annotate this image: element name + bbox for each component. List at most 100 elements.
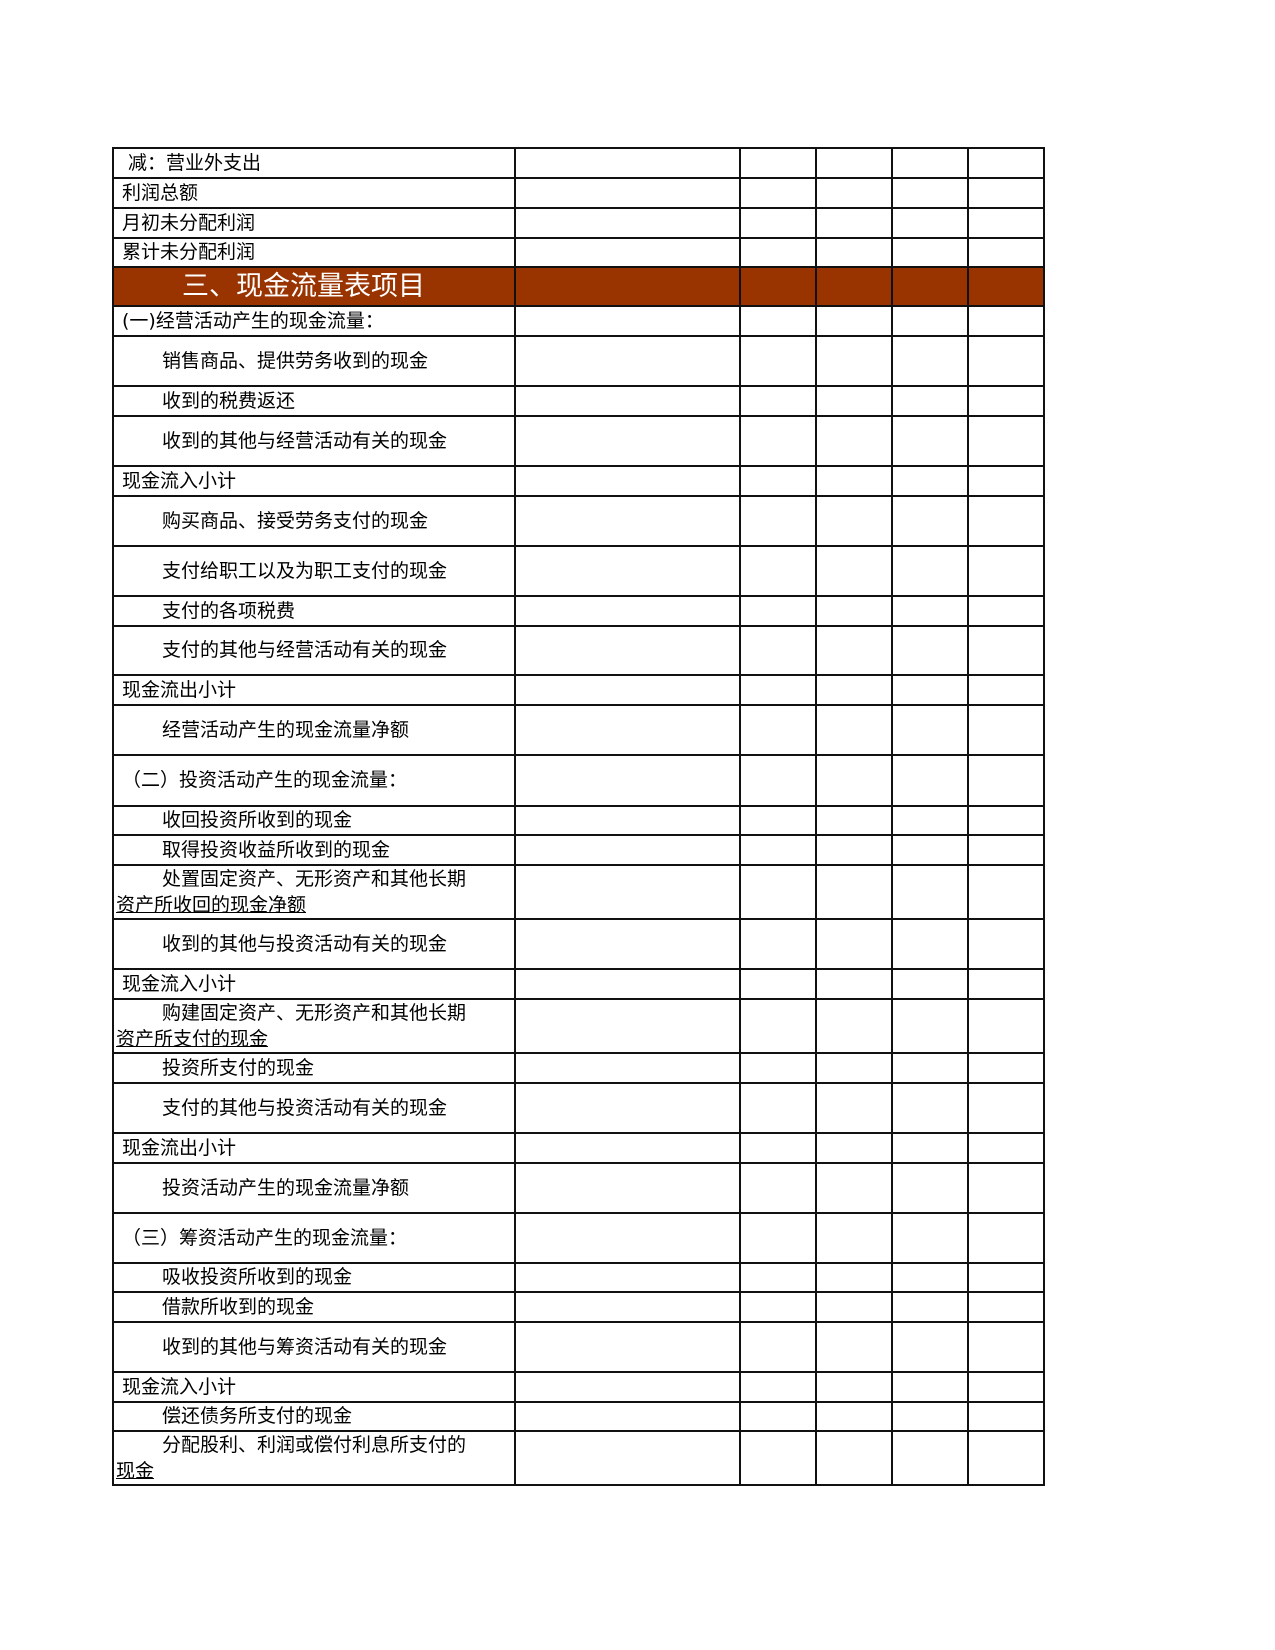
value-cell-col-3[interactable]	[815, 1082, 893, 1134]
value-cell-col-1[interactable]	[514, 1291, 741, 1323]
value-cell-col-5[interactable]	[967, 595, 1045, 627]
row-label-cell[interactable]: 投资所支付的现金	[112, 1052, 516, 1084]
value-cell-col-2[interactable]	[739, 335, 817, 387]
row-label-cell[interactable]: 分配股利、利润或偿付利息所支付的现金	[112, 1430, 516, 1486]
value-cell-col-5[interactable]	[967, 1132, 1045, 1164]
value-cell-col-4[interactable]	[891, 207, 969, 239]
row-label-cell[interactable]: 借款所收到的现金	[112, 1291, 516, 1323]
value-cell-col-5[interactable]	[967, 177, 1045, 209]
value-cell-col-2[interactable]	[739, 1132, 817, 1164]
value-cell-col-2[interactable]	[739, 385, 817, 417]
value-cell-col-1[interactable]	[514, 864, 741, 920]
row-label-cell[interactable]: 三、现金流量表项目	[112, 266, 516, 307]
value-cell-col-5[interactable]	[967, 864, 1045, 920]
value-cell-col-4[interactable]	[891, 754, 969, 807]
value-cell-col-5[interactable]	[967, 674, 1045, 706]
row-label-cell[interactable]: 吸收投资所收到的现金	[112, 1262, 516, 1293]
value-cell-col-2[interactable]	[739, 1212, 817, 1264]
row-label-cell[interactable]: 累计未分配利润	[112, 237, 516, 268]
value-cell-col-1[interactable]	[514, 545, 741, 597]
value-cell-col-5[interactable]	[967, 998, 1045, 1054]
value-cell-col-2[interactable]	[739, 237, 817, 268]
value-cell-col-3[interactable]	[815, 1212, 893, 1264]
value-cell-col-5[interactable]	[967, 207, 1045, 239]
value-cell-col-3[interactable]	[815, 1321, 893, 1373]
value-cell-col-4[interactable]	[891, 385, 969, 417]
value-cell-col-4[interactable]	[891, 1082, 969, 1134]
value-cell-col-5[interactable]	[967, 834, 1045, 866]
row-label-cell[interactable]: 减：营业外支出	[112, 147, 516, 179]
value-cell-col-2[interactable]	[739, 1401, 817, 1432]
value-cell-col-3[interactable]	[815, 305, 893, 337]
value-cell-col-1[interactable]	[514, 1082, 741, 1134]
row-label-cell[interactable]: (一)经营活动产生的现金流量：	[112, 305, 516, 337]
value-cell-col-4[interactable]	[891, 1401, 969, 1432]
value-cell-col-1[interactable]	[514, 495, 741, 547]
value-cell-col-1[interactable]	[514, 305, 741, 337]
value-cell-col-2[interactable]	[739, 305, 817, 337]
value-cell-col-2[interactable]	[739, 1371, 817, 1403]
value-cell-col-5[interactable]	[967, 305, 1045, 337]
value-cell-col-4[interactable]	[891, 495, 969, 547]
row-label-cell[interactable]: 经营活动产生的现金流量净额	[112, 704, 516, 756]
value-cell-col-1[interactable]	[514, 237, 741, 268]
value-cell-col-3[interactable]	[815, 595, 893, 627]
value-cell-col-1[interactable]	[514, 704, 741, 756]
value-cell-col-2[interactable]	[739, 754, 817, 807]
value-cell-col-3[interactable]	[815, 207, 893, 239]
value-cell-col-1[interactable]	[514, 335, 741, 387]
value-cell-col-3[interactable]	[815, 147, 893, 179]
value-cell-col-4[interactable]	[891, 968, 969, 1000]
value-cell-col-3[interactable]	[815, 465, 893, 497]
value-cell-col-1[interactable]	[514, 177, 741, 209]
value-cell-col-4[interactable]	[891, 1132, 969, 1164]
value-cell-col-5[interactable]	[967, 1162, 1045, 1214]
value-cell-col-4[interactable]	[891, 1321, 969, 1373]
value-cell-col-5[interactable]	[967, 415, 1045, 467]
value-cell-col-3[interactable]	[815, 1291, 893, 1323]
value-cell-col-1[interactable]	[514, 415, 741, 467]
value-cell-col-4[interactable]	[891, 595, 969, 627]
value-cell-col-1[interactable]	[514, 207, 741, 239]
value-cell-col-4[interactable]	[891, 147, 969, 179]
value-cell-col-4[interactable]	[891, 1212, 969, 1264]
value-cell-col-1[interactable]	[514, 998, 741, 1054]
value-cell-col-5[interactable]	[967, 805, 1045, 836]
value-cell-col-2[interactable]	[739, 1082, 817, 1134]
value-cell-col-2[interactable]	[739, 805, 817, 836]
value-cell-col-2[interactable]	[739, 465, 817, 497]
value-cell-col-4[interactable]	[891, 1291, 969, 1323]
value-cell-col-2[interactable]	[739, 1321, 817, 1373]
value-cell-col-3[interactable]	[815, 1132, 893, 1164]
value-cell-col-5[interactable]	[967, 968, 1045, 1000]
value-cell-col-1[interactable]	[514, 147, 741, 179]
value-cell-col-4[interactable]	[891, 625, 969, 676]
value-cell-col-3[interactable]	[815, 674, 893, 706]
value-cell-col-4[interactable]	[891, 1371, 969, 1403]
value-cell-col-2[interactable]	[739, 595, 817, 627]
value-cell-col-5[interactable]	[967, 918, 1045, 970]
value-cell-col-1[interactable]	[514, 754, 741, 807]
value-cell-col-3[interactable]	[815, 266, 893, 307]
value-cell-col-1[interactable]	[514, 595, 741, 627]
value-cell-col-2[interactable]	[739, 1291, 817, 1323]
value-cell-col-3[interactable]	[815, 998, 893, 1054]
value-cell-col-4[interactable]	[891, 1052, 969, 1084]
value-cell-col-1[interactable]	[514, 834, 741, 866]
value-cell-col-2[interactable]	[739, 1262, 817, 1293]
value-cell-col-1[interactable]	[514, 385, 741, 417]
value-cell-col-4[interactable]	[891, 465, 969, 497]
value-cell-col-4[interactable]	[891, 674, 969, 706]
row-label-cell[interactable]: 支付给职工以及为职工支付的现金	[112, 545, 516, 597]
row-label-cell[interactable]: 购买商品、接受劳务支付的现金	[112, 495, 516, 547]
value-cell-col-3[interactable]	[815, 385, 893, 417]
value-cell-col-5[interactable]	[967, 625, 1045, 676]
value-cell-col-4[interactable]	[891, 998, 969, 1054]
value-cell-col-4[interactable]	[891, 237, 969, 268]
value-cell-col-5[interactable]	[967, 1321, 1045, 1373]
value-cell-col-2[interactable]	[739, 177, 817, 209]
row-label-cell[interactable]: 收到的其他与筹资活动有关的现金	[112, 1321, 516, 1373]
row-label-cell[interactable]: 偿还债务所支付的现金	[112, 1401, 516, 1432]
value-cell-col-2[interactable]	[739, 545, 817, 597]
row-label-cell[interactable]: 销售商品、提供劳务收到的现金	[112, 335, 516, 387]
